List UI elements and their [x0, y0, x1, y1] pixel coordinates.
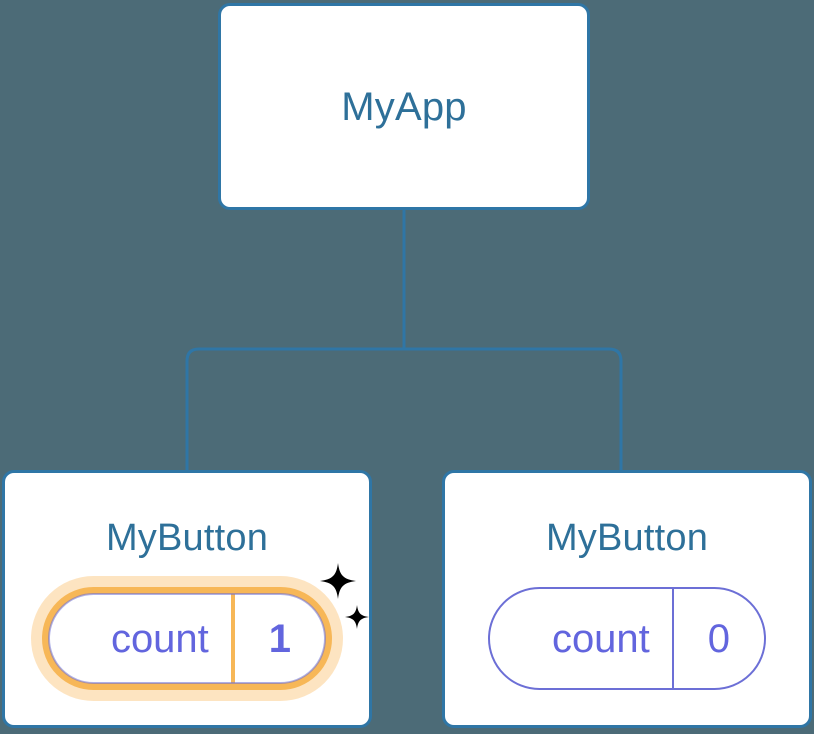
- node-title-mybutton-right: MyButton: [545, 517, 709, 559]
- state-pill-body-right[interactable]: count 0: [487, 587, 767, 690]
- state-pill-left[interactable]: count 1: [41, 563, 370, 690]
- node-card-mybutton-left[interactable]: MyButton count 1: [2, 470, 372, 728]
- node-title-myapp: MyApp: [341, 84, 467, 129]
- state-pill-body-left[interactable]: count 1: [41, 587, 333, 690]
- node-body-left: MyButton count 1: [5, 517, 370, 690]
- state-pill-right[interactable]: count 0: [487, 587, 767, 690]
- sparkle-large-icon: [320, 563, 357, 599]
- node-card-mybutton-right[interactable]: MyButton count 0: [442, 470, 812, 728]
- connector-fork-bar: [185, 347, 623, 470]
- node-body-right: MyButton count 0: [445, 519, 809, 690]
- state-value-left: 1: [230, 594, 325, 683]
- sparkle-small-icon: [345, 605, 370, 629]
- state-key-right: count: [551, 616, 650, 661]
- node-card-myapp[interactable]: MyApp: [218, 3, 590, 210]
- node-title-mybutton-left: MyButton: [105, 517, 269, 559]
- state-key-left: count: [110, 616, 209, 661]
- state-value-right: 0: [671, 589, 764, 688]
